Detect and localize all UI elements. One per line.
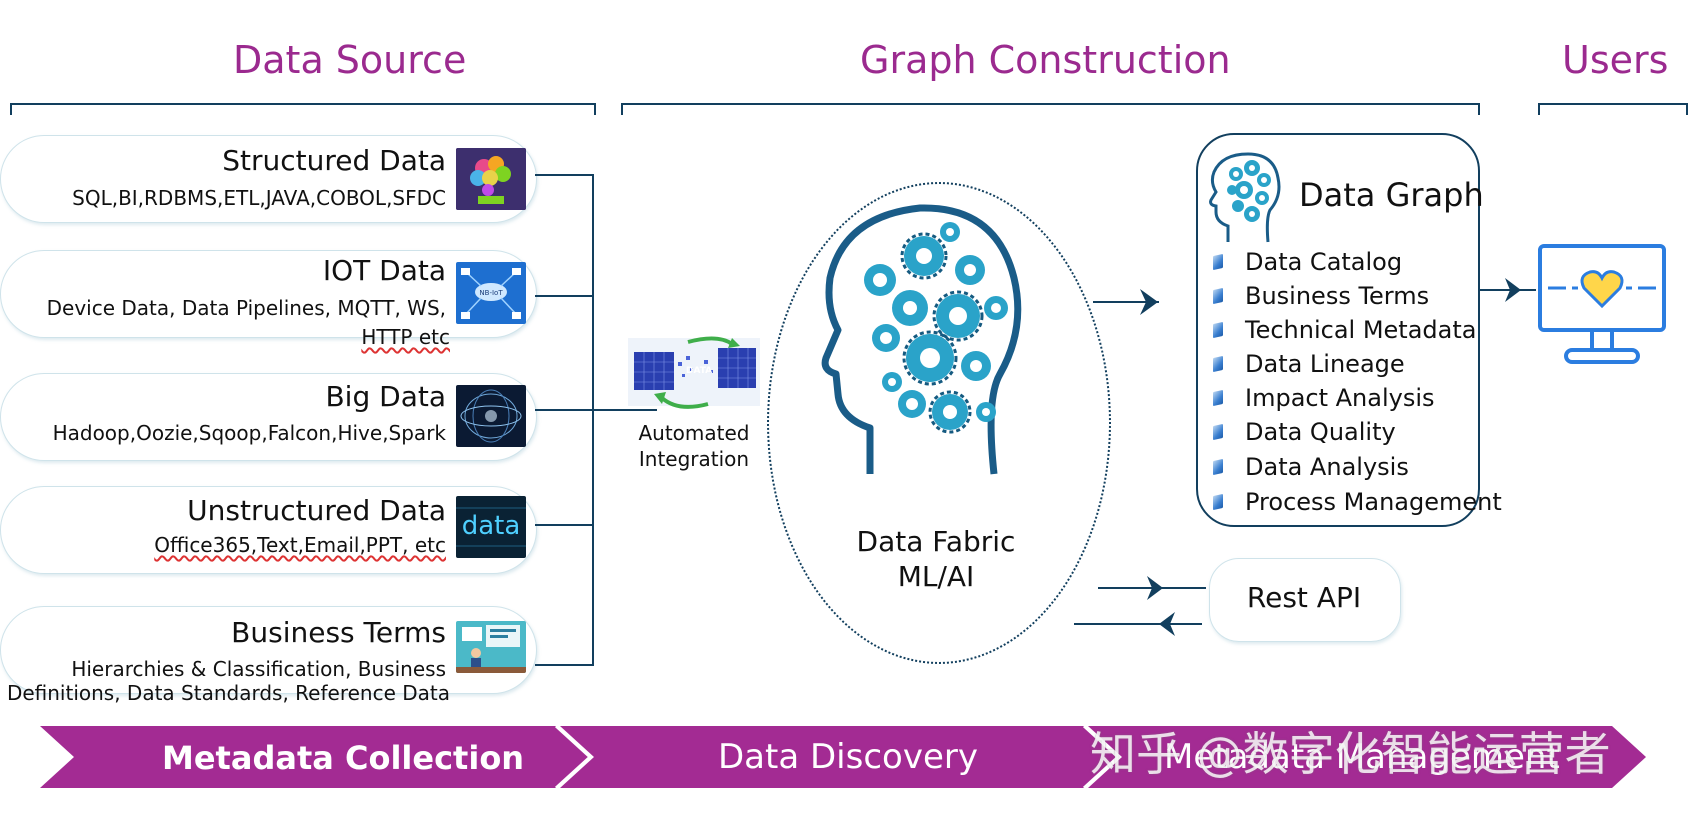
source-subtitle: Hadoop,Oozie,Sqoop,Falcon,Hive,Spark [52, 421, 446, 445]
document-icon [1213, 355, 1223, 373]
data-graph-item-label: Impact Analysis [1245, 384, 1435, 412]
data-fabric-label: Data Fabric ML/AI [820, 524, 1052, 594]
data-graph-item-label: Business Terms [1245, 282, 1430, 310]
integration-label-line2: Integration [638, 447, 750, 471]
source-subtitle: Device Data, Data Pipelines, MQTT, WS, [46, 296, 446, 320]
connector-vertical [592, 174, 594, 666]
source-subtitle: SQL,BI,RDBMS,ETL,JAVA,COBOL,SFDC [72, 186, 446, 210]
data-graph-item: Data Quality [1213, 418, 1396, 446]
chevron-right-icon [1145, 574, 1165, 606]
svg-text:NB-IoT: NB-IoT [479, 289, 503, 297]
connector-unstructured [535, 524, 593, 526]
svg-text:data: data [462, 511, 521, 541]
source-card-bigdata[interactable]: Big Data Hadoop,Oozie,Sqoop,Falcon,Hive,… [0, 373, 537, 461]
data-graph-item-label: Process Management [1245, 488, 1502, 516]
source-card-iot[interactable]: IOT Data Device Data, Data Pipelines, MQ… [0, 250, 537, 338]
step-data-discovery: Data Discovery [718, 737, 978, 777]
gear-head-small-icon [1204, 150, 1284, 244]
section-title-graph-construction: Graph Construction [860, 38, 1231, 82]
data-graph-item: Business Terms [1213, 282, 1430, 310]
connector-structured [535, 174, 593, 176]
data-cubes-sync-icon: DATA [628, 334, 760, 410]
source-subtitle-line2: Definitions, Data Standards, Reference D… [6, 681, 450, 705]
connector-bigdata [535, 409, 657, 411]
rest-api-label: Rest API [1246, 581, 1362, 614]
data-graph-item-label: Data Analysis [1245, 453, 1409, 481]
source-card-structured[interactable]: Structured Data SQL,BI,RDBMS,ETL,JAVA,CO… [0, 135, 537, 223]
data-fabric-ellipse [767, 182, 1111, 664]
document-icon [1213, 287, 1223, 305]
data-fabric-line1: Data Fabric [856, 525, 1016, 558]
data-graph-item: Data Catalog [1213, 248, 1403, 276]
source-title: IOT Data [322, 254, 446, 287]
source-subtitle: Office365,Text,Email,PPT, etc [154, 533, 446, 557]
integration-image-text: DATA [686, 366, 713, 376]
data-graph-title: Data Graph [1299, 176, 1484, 214]
data-graph-item-label: Data Lineage [1245, 350, 1405, 378]
office-desk-illustration-thumbnail [456, 621, 526, 673]
integration-label-line1: Automated [638, 421, 750, 445]
source-title: Big Data [325, 380, 446, 413]
data-graph-item-label: Data Quality [1245, 418, 1396, 446]
source-card-unstructured[interactable]: Unstructured Data Office365,Text,Email,P… [0, 486, 537, 574]
rest-api-box[interactable] [1209, 558, 1401, 642]
section-title-users: Users [1562, 38, 1669, 82]
document-icon [1213, 423, 1223, 441]
graph-construction-bracket [621, 103, 1480, 115]
document-icon [1213, 458, 1223, 476]
section-title-data-source: Data Source [233, 38, 467, 82]
source-title: Unstructured Data [187, 494, 446, 527]
watermark: 知乎 @数字化智能运营者 [1090, 727, 1611, 781]
data-fabric-line2: ML/AI [897, 560, 975, 593]
graph-to-users-line [1478, 289, 1536, 291]
connector-business [535, 664, 593, 666]
source-title: Structured Data [222, 144, 446, 177]
monitor-heart-icon[interactable] [1536, 242, 1668, 370]
data-graph-item-label: Data Catalog [1245, 248, 1403, 276]
data-graph-item: Process Management [1213, 488, 1502, 516]
source-subtitle-line: Office365,Text,Email,PPT, etc [154, 532, 446, 558]
fabric-to-graph-line [1093, 301, 1159, 303]
data-graph-item-label: Technical Metadata [1245, 316, 1477, 344]
source-subtitle: Hierarchies & Classification, Business [71, 657, 446, 681]
http-etc-text: HTTP etc [361, 325, 450, 349]
chevron-right-icon [1138, 287, 1160, 321]
data-graph-item: Data Lineage [1213, 350, 1405, 378]
users-bracket [1538, 103, 1688, 115]
nb-iot-network-thumbnail: NB-IoT [456, 262, 526, 324]
api-out-line [1074, 623, 1202, 625]
document-icon [1213, 493, 1223, 511]
data-graph-item: Technical Metadata [1213, 316, 1477, 344]
data-word-thumbnail: data [456, 496, 526, 558]
gear-head-icon [800, 198, 1032, 482]
chevron-left-icon [1157, 610, 1177, 642]
chevron-right-icon [1503, 276, 1523, 308]
data-graph-box[interactable] [1196, 133, 1480, 527]
step-metadata-management: Metadata Management [1164, 737, 1560, 777]
process-chevron-bar [0, 724, 1696, 790]
source-card-business-terms[interactable]: Business Terms Hierarchies & Classificat… [0, 606, 537, 694]
big-data-sphere-thumbnail [456, 385, 526, 447]
source-title: Business Terms [231, 616, 446, 649]
document-icon [1213, 389, 1223, 407]
data-graph-item: Data Analysis [1213, 453, 1409, 481]
data-graph-item: Impact Analysis [1213, 384, 1435, 412]
integration-label: Automated Integration [628, 420, 760, 472]
connector-iot [535, 295, 593, 297]
document-icon [1213, 253, 1223, 271]
document-icon [1213, 321, 1223, 339]
step-metadata-collection: Metadata Collection [162, 739, 525, 777]
colorful-brain-tree-thumbnail [456, 148, 526, 210]
source-subtitle-line2: HTTP etc [361, 324, 450, 350]
data-source-bracket [10, 103, 596, 115]
